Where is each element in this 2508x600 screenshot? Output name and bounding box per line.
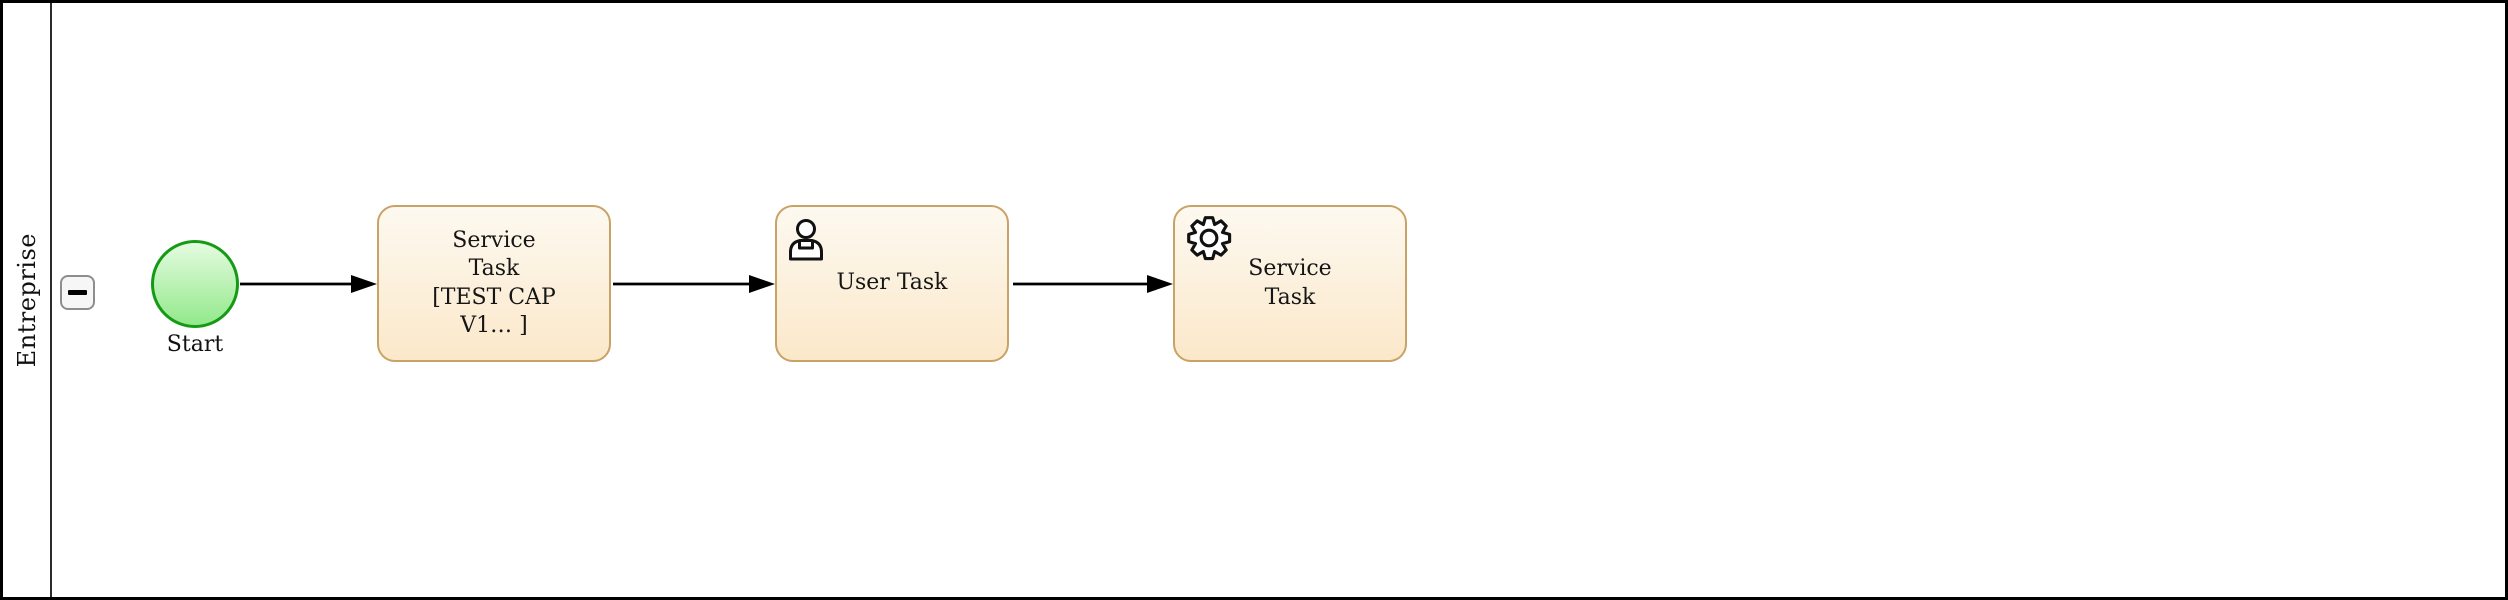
task-service-2[interactable]: Service Task: [1173, 205, 1407, 362]
start-event-label: Start: [166, 332, 224, 357]
lane-header-entreprise[interactable]: Entreprise: [3, 3, 52, 597]
gear-icon: [1187, 216, 1232, 261]
lane-collapse-button[interactable]: [60, 275, 95, 310]
start-event[interactable]: [151, 240, 239, 328]
task-user[interactable]: User Task: [775, 205, 1009, 362]
task-service-1-label: Service Task [TEST CAP V1… ]: [432, 228, 556, 338]
user-icon: [789, 219, 823, 261]
sequence-flow-start-to-task1[interactable]: [240, 275, 377, 293]
task-service-1[interactable]: Service Task [TEST CAP V1… ]: [377, 205, 611, 362]
sequence-flow-task2-to-task3[interactable]: [1013, 275, 1173, 293]
sequence-flow-task1-to-task2[interactable]: [613, 275, 775, 293]
task-service-2-label: Service Task: [1248, 256, 1332, 310]
task-user-label: User Task: [836, 270, 948, 296]
minus-icon: [68, 290, 87, 295]
lane-label: Entreprise: [12, 232, 41, 368]
